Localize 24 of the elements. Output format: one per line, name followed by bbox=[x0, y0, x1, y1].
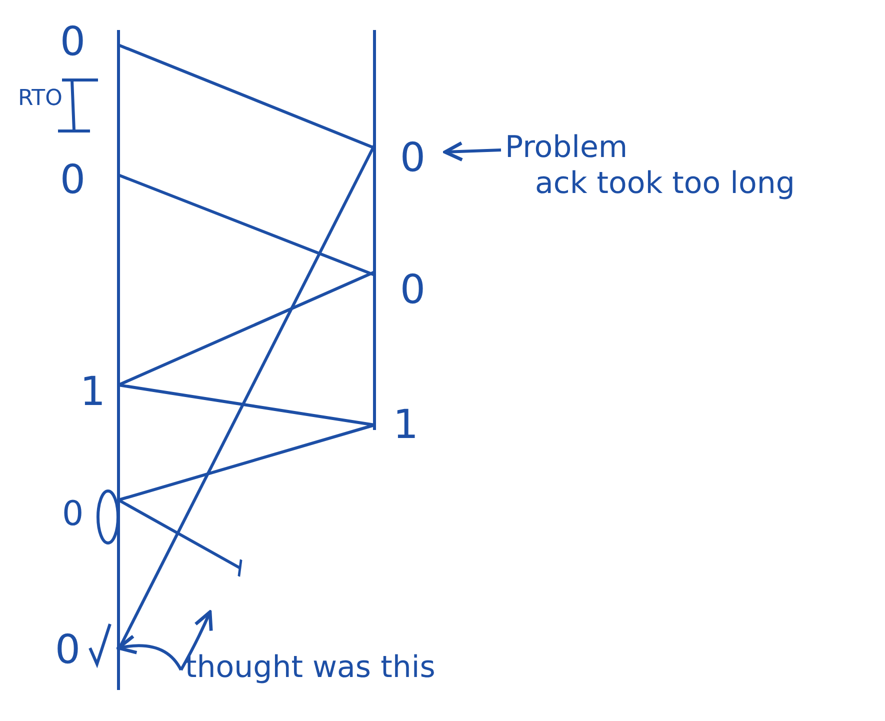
handwritten-note: thought was this bbox=[185, 650, 436, 686]
message-line bbox=[118, 174, 376, 276]
sequence-number: RTO bbox=[18, 88, 62, 110]
sequence-number: 0 bbox=[400, 138, 426, 178]
message-line bbox=[118, 44, 376, 150]
pointer-arrow bbox=[180, 610, 213, 671]
sequence-number: 1 bbox=[393, 405, 418, 445]
handwritten-note: ack took too long bbox=[535, 166, 795, 202]
message-line bbox=[117, 144, 376, 651]
sequence-number: 1 bbox=[80, 372, 106, 412]
sequence-number: 0 bbox=[60, 22, 86, 62]
sequence-number: 0 bbox=[55, 630, 80, 670]
message-line bbox=[118, 270, 376, 386]
handwritten-note: Problem bbox=[505, 130, 629, 166]
lifeline bbox=[117, 30, 120, 690]
pointer-arrow bbox=[443, 141, 502, 162]
message-line bbox=[116, 635, 182, 671]
message-line bbox=[118, 384, 375, 426]
sequence-number: 0 bbox=[400, 270, 426, 310]
sequence-number: 0 bbox=[60, 160, 86, 200]
lost-message-line bbox=[118, 498, 242, 578]
sequence-number: 0 bbox=[62, 497, 84, 531]
lifeline bbox=[373, 30, 376, 430]
message-line bbox=[118, 424, 375, 502]
